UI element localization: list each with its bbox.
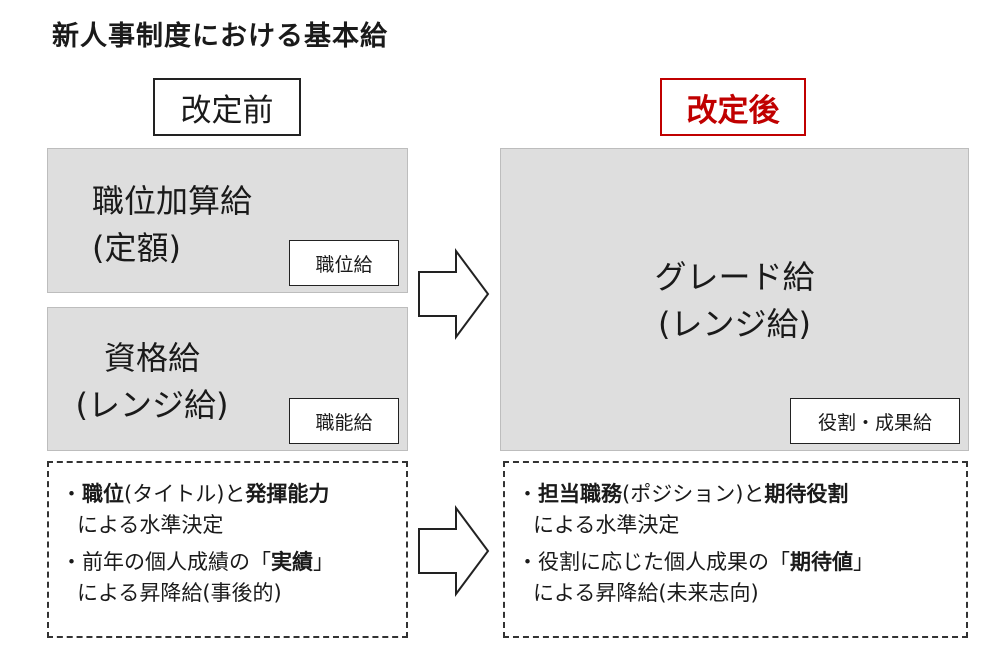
position-allowance-line1: 職位加算給 xyxy=(92,182,253,220)
qualification-pay-line1: 資格給 xyxy=(103,339,200,377)
after-notes-box: ・担当職務(ポジション)と期待役割 による水準決定 ・役割に応じた個人成果の「期… xyxy=(503,461,968,638)
arrow-right-icon xyxy=(418,505,490,597)
position-pay-tag: 職位給 xyxy=(289,240,399,286)
grade-pay-label: グレード給 (レンジ給) xyxy=(500,254,969,348)
arrow-right-icon xyxy=(418,248,490,340)
list-item: ・前年の個人成績の「実績」 による昇降給(事後的) xyxy=(61,550,334,605)
list-item: ・役割に応じた個人成果の「期待値」 による昇降給(未来志向) xyxy=(517,550,874,605)
after-header: 改定後 xyxy=(660,78,806,136)
before-header: 改定前 xyxy=(153,78,301,136)
before-notes-box: ・職位(タイトル)と発揮能力 による水準決定 ・前年の個人成績の「実績」 による… xyxy=(47,461,408,638)
role-result-pay-tag: 役割・成果給 xyxy=(790,398,960,444)
position-allowance-line2: (定額) xyxy=(92,229,181,267)
grade-pay-line2: (レンジ給) xyxy=(658,305,811,343)
grade-pay-line1: グレード給 xyxy=(654,258,815,296)
qualification-pay-line2: (レンジ給) xyxy=(75,386,229,424)
list-item: ・職位(タイトル)と発揮能力 による水準決定 xyxy=(61,482,330,537)
position-allowance-label: 職位加算給 (定額) xyxy=(92,178,252,272)
list-item: ・担当職務(ポジション)と期待役割 による水準決定 xyxy=(517,482,849,537)
page-title: 新人事制度における基本給 xyxy=(52,21,388,52)
competency-pay-tag: 職能給 xyxy=(289,398,399,444)
qualification-pay-label: 資格給 (レンジ給) xyxy=(62,335,242,429)
